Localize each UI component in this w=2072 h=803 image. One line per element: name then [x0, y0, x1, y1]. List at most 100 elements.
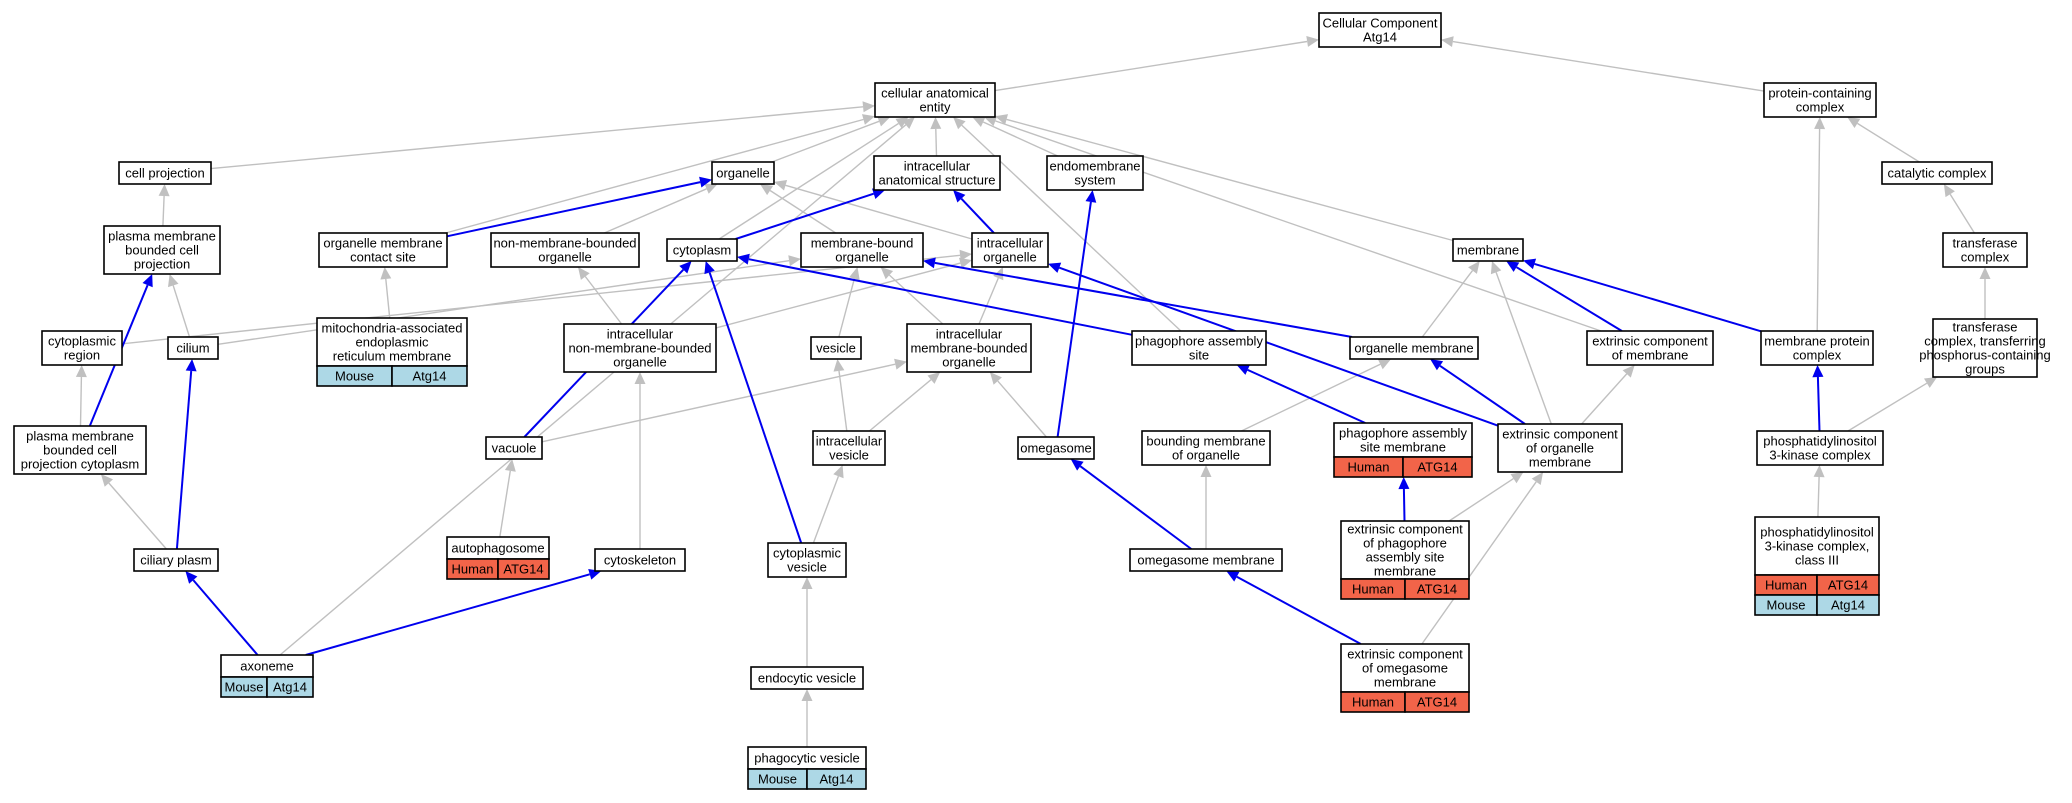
is-a-edge-cae-root	[994, 40, 1308, 92]
arrowhead	[1226, 571, 1240, 582]
term-node-ciliary[interactable]: ciliary plasm	[133, 548, 219, 572]
term-label-line: Cellular Component	[1323, 15, 1438, 30]
arrowhead	[704, 183, 718, 194]
term-label-line: organelle	[983, 249, 1037, 264]
is-a-edge-orgmem-membrane	[1421, 270, 1474, 338]
term-box	[810, 336, 862, 360]
term-box	[103, 225, 221, 275]
term-node-vacuole[interactable]: vacuole	[485, 436, 543, 460]
term-label-line: organelle	[613, 354, 667, 369]
term-node-inmbo[interactable]: intracellularnon-membrane-boundedorganel…	[563, 323, 717, 373]
arrowhead	[989, 372, 1002, 385]
term-node-cilium[interactable]: cilium	[167, 336, 219, 360]
term-node-cytoskeleton[interactable]: cytoskeleton	[594, 548, 686, 572]
species-label: Mouse	[1766, 597, 1805, 612]
term-node-orgmem[interactable]: organelle membrane	[1349, 336, 1479, 360]
term-node-omegasome[interactable]: omegasome	[1017, 436, 1095, 460]
term-label-line: anatomical structure	[878, 172, 995, 187]
term-node-endves[interactable]: endocytic vesicle	[750, 666, 864, 690]
term-label-line: complex	[1961, 249, 2010, 264]
part-of-edge-axoneme-ciliary	[192, 579, 259, 656]
arrowhead	[185, 359, 197, 372]
is-a-edge-ciliary-pmbcpc	[108, 482, 167, 550]
species-label: Mouse	[224, 679, 263, 694]
term-label-line: of membrane	[1612, 347, 1689, 362]
is-a-edge-cytoplasm-cae	[718, 122, 899, 240]
is-a-edge-ias-cae	[935, 128, 938, 157]
term-box	[1881, 161, 1993, 185]
is-a-edge-mpc-pcc	[1816, 128, 1821, 332]
term-box	[318, 232, 448, 268]
term-label-line: vesicle	[829, 447, 869, 462]
term-label-line: cytoplasmic	[48, 333, 116, 348]
term-box	[1340, 520, 1470, 580]
arrowhead	[1847, 117, 1861, 128]
term-node-cellproj[interactable]: cell projection	[118, 161, 212, 185]
term-node-cytoplasm[interactable]: cytoplasm	[666, 238, 738, 262]
arrowhead	[679, 261, 692, 274]
term-label-line: site	[1189, 347, 1209, 362]
term-node-organelle[interactable]: organelle	[711, 161, 775, 185]
term-node-catcomp[interactable]: catalytic complex	[1881, 161, 1993, 185]
arrowhead	[1490, 261, 1502, 275]
term-node-vesicle[interactable]: vesicle	[810, 336, 862, 360]
term-box	[873, 155, 1001, 191]
part-of-edge-pi3k-mpc	[1816, 376, 1821, 432]
term-node-mam[interactable]: mitochondria-associatedendoplasmicreticu…	[316, 317, 468, 387]
gene-cell	[497, 558, 550, 580]
term-box	[1017, 436, 1095, 460]
term-label-line: cell projection	[125, 165, 205, 180]
is-a-edge-ecom-membrane	[1495, 272, 1552, 425]
is-a-edge-pmbcp-cellproj	[162, 195, 165, 227]
is-a-edge-transcomp-catcomp	[1949, 193, 1975, 234]
term-label-line: vacuole	[492, 440, 537, 455]
term-box	[167, 336, 219, 360]
term-label-line: of phagophore	[1363, 535, 1447, 550]
arrowhead	[1377, 359, 1392, 370]
is-a-edge-pmbcpc-cytreg	[79, 376, 83, 427]
term-label-line: endoplasmic	[356, 334, 429, 349]
is-a-edge-vesicle-mbo	[838, 278, 856, 338]
term-node-membrane[interactable]: membrane	[1452, 238, 1524, 262]
gene-label: ATG14	[1828, 577, 1868, 592]
term-label-line: of organelle	[1526, 440, 1594, 455]
part-of-edge-omcs-organelle	[446, 181, 701, 238]
term-label-line: complex	[1796, 99, 1845, 114]
part-of-edge-cytoplasm-ias	[735, 192, 875, 240]
term-node-omegmem[interactable]: omegasome membrane	[1129, 548, 1283, 572]
is-a-edge-endo-cae	[982, 121, 1058, 157]
term-label-line: system	[1074, 172, 1115, 187]
arrowhead	[1943, 184, 1955, 198]
is-a-edge-inmbo-nmbo	[584, 276, 623, 325]
